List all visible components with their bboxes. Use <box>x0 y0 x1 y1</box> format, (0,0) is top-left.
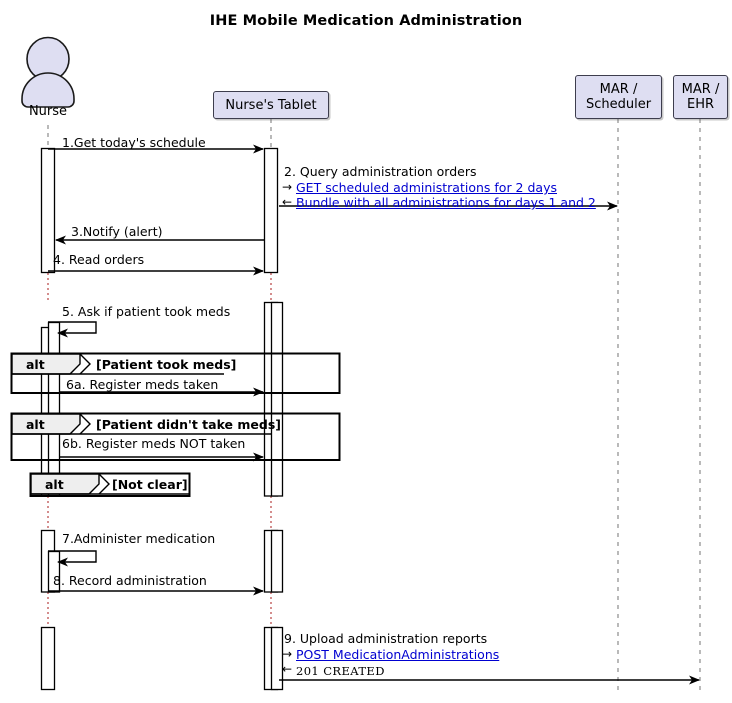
message-arrow-5-self <box>48 321 97 338</box>
message-2-note-1-direction-icon: → <box>282 180 293 194</box>
alt-fragment-3-frame <box>29 472 191 497</box>
person-actor-icon <box>21 36 75 108</box>
message-9-note-1-direction-icon: → <box>282 647 293 661</box>
message-9-note-2-status: 201 CREATED <box>296 664 385 678</box>
message-label-3: 3.Notify (alert) <box>71 224 163 239</box>
alt-fragment-2-frame <box>10 412 341 461</box>
alt-fragment-3-keyword: alt <box>45 477 64 492</box>
participant-box-tablet[interactable]: Nurse's Tablet <box>213 91 329 119</box>
message-label-7: 7.Administer medication <box>62 531 216 546</box>
message-2-note-1-link[interactable]: GET scheduled administrations for 2 days <box>296 180 557 195</box>
participant-label-mar-ehr-line2: EHR <box>686 97 715 112</box>
alt-fragment-3-guard: [Not clear] <box>112 477 188 492</box>
participant-label-mar-scheduler-line2: Scheduler <box>585 97 652 112</box>
participant-label-tablet: Nurse's Tablet <box>225 97 317 113</box>
message-9-note-1-link[interactable]: POST MedicationAdministrations <box>296 647 500 662</box>
message-label-6b: 6b. Register meds NOT taken <box>62 436 246 451</box>
message-label-8: 8. Record administration <box>53 573 207 588</box>
participant-label-mar-scheduler-line1: MAR / <box>599 82 638 97</box>
message-arrow-7-self <box>48 550 97 567</box>
message-9-note-2-direction-icon: ← <box>282 662 293 676</box>
alt-fragment-2-keyword: alt <box>26 417 45 432</box>
alt-fragment-1-guard: [Patient took meds] <box>96 357 237 372</box>
message-label-4: 4. Read orders <box>53 252 145 267</box>
alt-fragment-1-frame <box>10 352 341 394</box>
message-2-note-2-direction-icon: ← <box>282 195 293 209</box>
message-label-1: 1.Get today's schedule <box>62 135 206 150</box>
alt-fragment-2-guard: [Patient didn't take meds] <box>96 417 281 432</box>
message-label-6a: 6a. Register meds taken <box>66 377 219 392</box>
message-label-2: 2. Query administration orders <box>284 164 477 179</box>
message-label-5: 5. Ask if patient took meds <box>62 304 231 319</box>
participant-label-nurse: Nurse <box>28 104 68 119</box>
message-2-note-2-link[interactable]: Bundle with all administrations for days… <box>296 195 596 210</box>
alt-fragment-1-keyword: alt <box>26 357 45 372</box>
message-label-9: 9. Upload administration reports <box>284 631 488 646</box>
participant-box-mar-scheduler[interactable]: MAR / Scheduler <box>575 75 662 119</box>
participant-label-mar-ehr-line1: MAR / <box>681 82 720 97</box>
page-title: IHE Mobile Medication Administration <box>209 13 523 29</box>
participant-box-mar-ehr[interactable]: MAR / EHR <box>673 75 728 119</box>
